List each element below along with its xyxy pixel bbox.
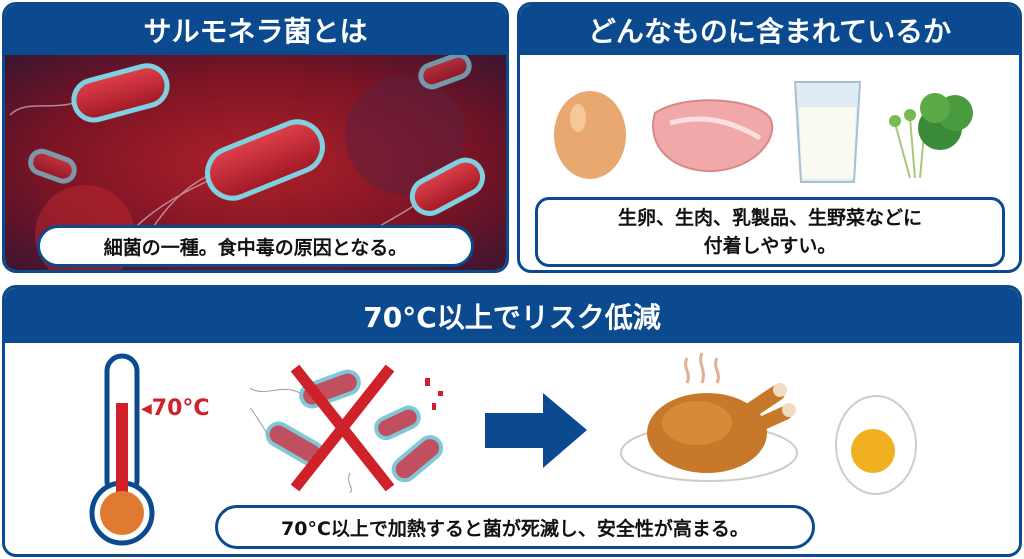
panel-heat-reduction: 70°C以上でリスク低減 ◀70°C 70°C以上で加熱すると菌が死滅し、安全性… <box>2 285 1022 557</box>
caption-box: 生卵、生肉、乳製品、生野菜などに 付着しやすい。 <box>535 197 1005 267</box>
caption-text: 70°C以上で加熱すると菌が死滅し、安全性が高まる。 <box>281 517 749 540</box>
panel-title: どんなものに含まれているか <box>520 5 1019 55</box>
caption-line-2: 付着しやすい。 <box>703 235 837 257</box>
panel-what-is-salmonella: サルモネラ菌とは 細菌の一種。食中毒の原因となる。 <box>2 2 509 273</box>
milk-glass-icon <box>793 81 862 183</box>
panel-food-sources: どんなものに含まれているか 生卵、生肉、乳製品、生野菜などに 付着しやすい。 <box>517 2 1022 273</box>
temperature-label: 70°C <box>151 396 210 421</box>
raw-meat-icon <box>652 99 774 173</box>
triangle-pointer-icon: ◀ <box>141 400 152 417</box>
panel-title: 70°C以上でリスク低減 <box>5 288 1019 343</box>
egg-icon <box>554 91 626 179</box>
caption-line-1: 生卵、生肉、乳製品、生野菜などに <box>617 207 922 229</box>
right-arrow-icon <box>485 393 587 468</box>
vegetables-icon <box>889 93 973 179</box>
roast-chicken-icon <box>620 352 798 482</box>
boiled-egg-icon <box>835 395 917 495</box>
caption-text: 細菌の一種。食中毒の原因となる。 <box>103 236 408 259</box>
crossed-out-bacteria-icon <box>250 364 444 493</box>
panel-title: サルモネラ菌とは <box>5 5 506 55</box>
caption-pill: 70°C以上で加熱すると菌が死滅し、安全性が高まる。 <box>215 505 815 549</box>
temperature-marker: ◀70°C <box>141 396 210 421</box>
thermometer-icon <box>89 353 155 546</box>
caption-pill: 細菌の一種。食中毒の原因となる。 <box>37 225 474 267</box>
